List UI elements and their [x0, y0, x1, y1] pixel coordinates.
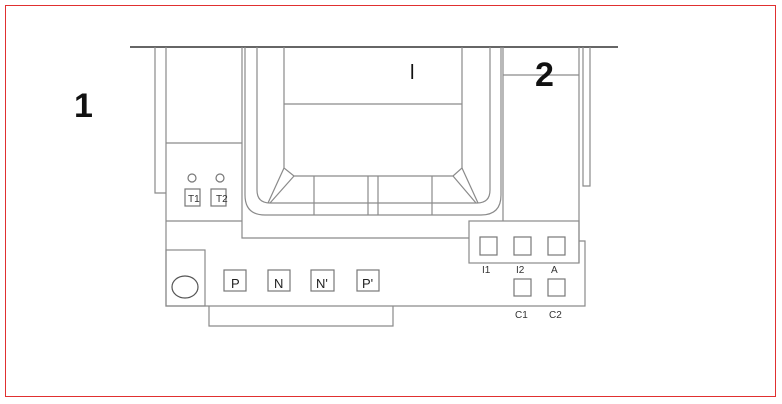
- terminal-label: P': [362, 276, 373, 291]
- terminal-n: N: [267, 269, 291, 292]
- terminal-label: T2: [216, 194, 228, 205]
- terminal-label: N': [316, 276, 328, 291]
- terminal-label: P: [231, 276, 240, 291]
- terminal-t1: T1: [184, 173, 201, 207]
- terminal-c1: C1: [513, 278, 532, 321]
- terminal-label: N: [274, 276, 283, 291]
- terminal-n-prime: N': [310, 269, 335, 292]
- terminal-p-prime: P': [356, 269, 380, 292]
- terminal-p: P: [223, 269, 247, 292]
- terminal-i1: I1: [479, 236, 498, 276]
- terminal-label: I2: [516, 265, 525, 276]
- callout-1: 1: [74, 87, 93, 125]
- terminal-c2: C2: [547, 278, 566, 321]
- terminal-t2: T2: [210, 173, 228, 207]
- terminal-label: C1: [515, 310, 528, 321]
- terminal-label: A: [551, 265, 558, 276]
- terminal-i2: I2: [513, 236, 532, 276]
- terminal-a: A: [547, 236, 566, 276]
- terminal-label: C2: [549, 310, 562, 321]
- terminal-label: I1: [482, 265, 491, 276]
- housing-outline: [130, 46, 618, 327]
- indicator-mark: l: [410, 62, 414, 84]
- terminal-label: T1: [188, 194, 200, 205]
- callout-2: 2: [535, 56, 554, 94]
- diagram-border: [5, 5, 776, 397]
